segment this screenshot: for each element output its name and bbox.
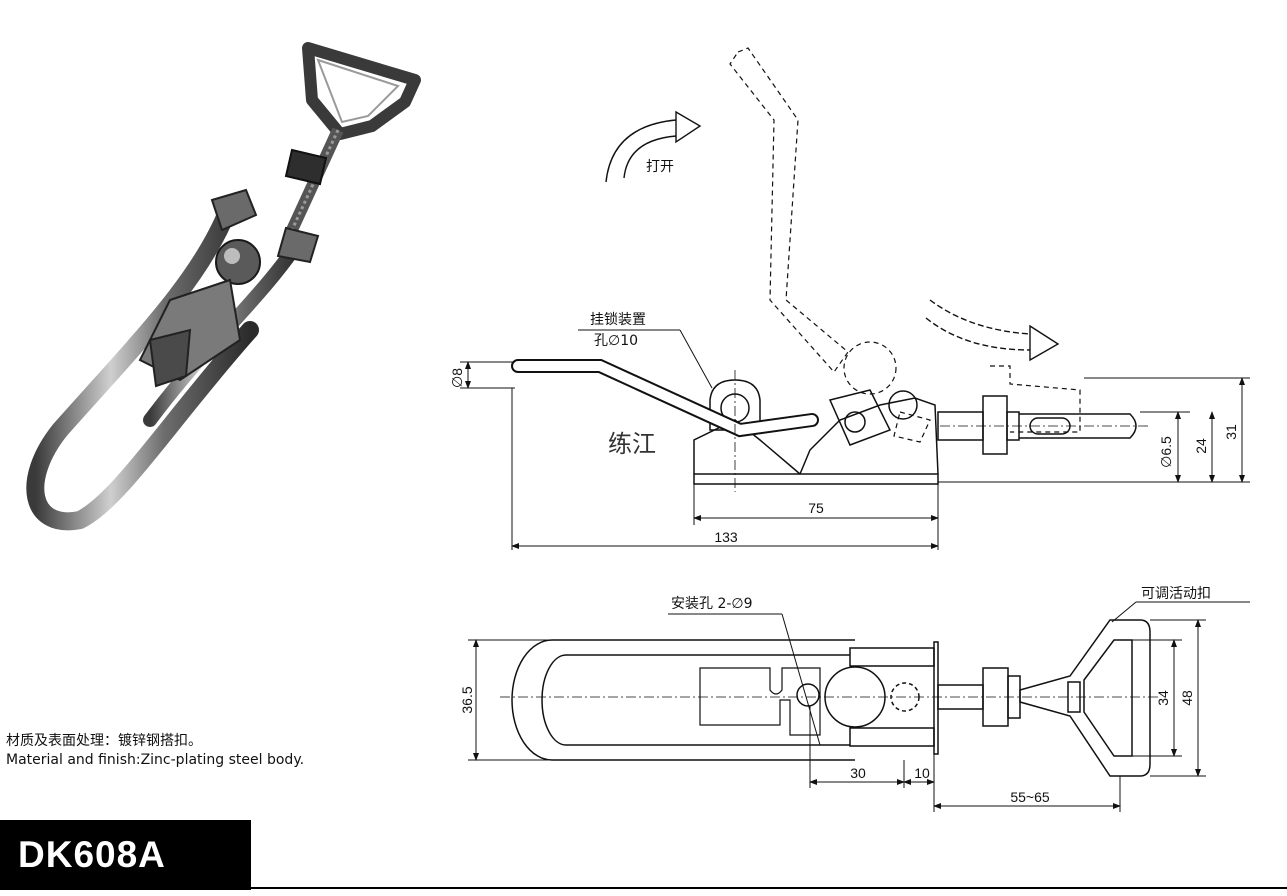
side-view-drawing: [511, 47, 1150, 492]
lock-hole-label: 孔∅10: [594, 333, 638, 349]
dim-handle-dia: ∅8: [449, 368, 465, 388]
watermark-text: 练江: [608, 430, 656, 458]
lock-device-label: 挂锁装置: [590, 312, 646, 328]
adjustable-leader: [1111, 601, 1250, 623]
material-en: Material and finish:Zinc-plating steel b…: [6, 752, 305, 768]
mount-hole-label: 安装孔 2-∅9: [671, 596, 753, 612]
footer-rule: [251, 887, 1287, 889]
dim-len-10: 10: [914, 765, 930, 781]
dim-width-48: 48: [1179, 690, 1195, 706]
material-info: 材质及表面处理：镀锌钢搭扣。 Material and finish:Zinc-…: [6, 732, 304, 770]
dim-length-133: 133: [714, 529, 738, 545]
open-arrow-upper: [605, 110, 702, 183]
adjustable-buckle-label: 可调活动扣: [1141, 586, 1211, 602]
material-cn: 材质及表面处理：镀锌钢搭扣。: [6, 733, 202, 749]
dim-width-36-5: 36.5: [459, 686, 475, 713]
open-label: 打开: [646, 158, 674, 175]
dim-width-34: 34: [1155, 690, 1171, 706]
top-view-drawing: [500, 619, 1160, 777]
dimension-lines-top: [468, 619, 1206, 812]
dim-len-30: 30: [850, 765, 866, 781]
product-photo: [26, 42, 421, 531]
dim-height-31: 31: [1223, 424, 1239, 440]
model-number: DK608A: [0, 820, 251, 890]
dimension-lines-side: [460, 361, 1250, 550]
lock-leader-line: [578, 329, 713, 389]
dim-height-24: 24: [1193, 438, 1209, 454]
mount-hole-leader: [668, 613, 821, 746]
dim-length-75: 75: [808, 500, 824, 516]
dim-len-55-65: 55~65: [1010, 789, 1050, 805]
open-arrow-lower: [925, 299, 1060, 362]
dim-rod-dia: ∅6.5: [1158, 436, 1174, 468]
